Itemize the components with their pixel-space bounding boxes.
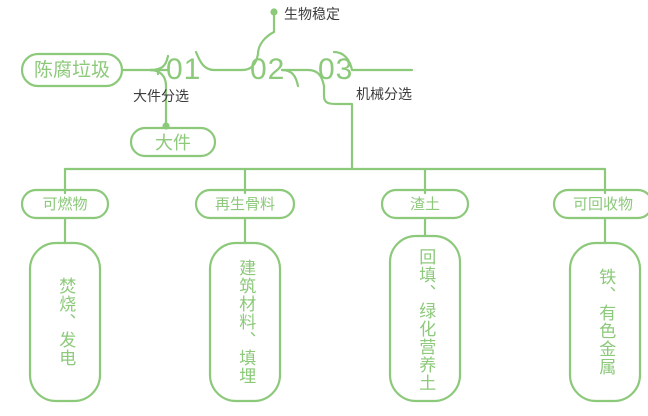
stage-label-03: 机械分选 (356, 86, 412, 102)
output-box-4-shape (568, 241, 642, 403)
stage-number-02: 02 (250, 53, 286, 86)
output-box-3-shape (388, 234, 462, 403)
stage-number-01: 01 (166, 53, 202, 86)
output-box-1-shape (28, 241, 102, 403)
stage-number-03: 03 (318, 53, 354, 86)
arc-03-right (332, 50, 354, 72)
treatment-text-2: 建筑材料、填埋 (236, 259, 256, 385)
source-pill-shape (20, 52, 124, 88)
wire-03-down (322, 84, 354, 171)
stage-label-01: 大件分选 (133, 88, 189, 104)
stage-label-02: 生物稳定 (284, 6, 340, 22)
dot-02-top (270, 8, 278, 16)
treatment-text-3: 回填、绿化营养土 (416, 248, 436, 392)
wire-01-down (148, 68, 168, 114)
output-box-2-shape (208, 241, 282, 403)
output-pill-1-shape (20, 188, 110, 220)
arc-01-right (194, 50, 244, 72)
output-pill-4-shape (552, 188, 648, 220)
treatment-text-1: 焚烧、发电 (56, 277, 76, 367)
output-pill-3-shape (380, 188, 470, 220)
arc-02-left (240, 52, 260, 72)
treatment-text-4: 铁、有色金属 (596, 268, 616, 376)
arc-03-left (306, 68, 326, 88)
daijian-pill-shape (129, 126, 217, 158)
output-pill-2-shape (194, 188, 296, 220)
wire-02-up (256, 12, 276, 56)
